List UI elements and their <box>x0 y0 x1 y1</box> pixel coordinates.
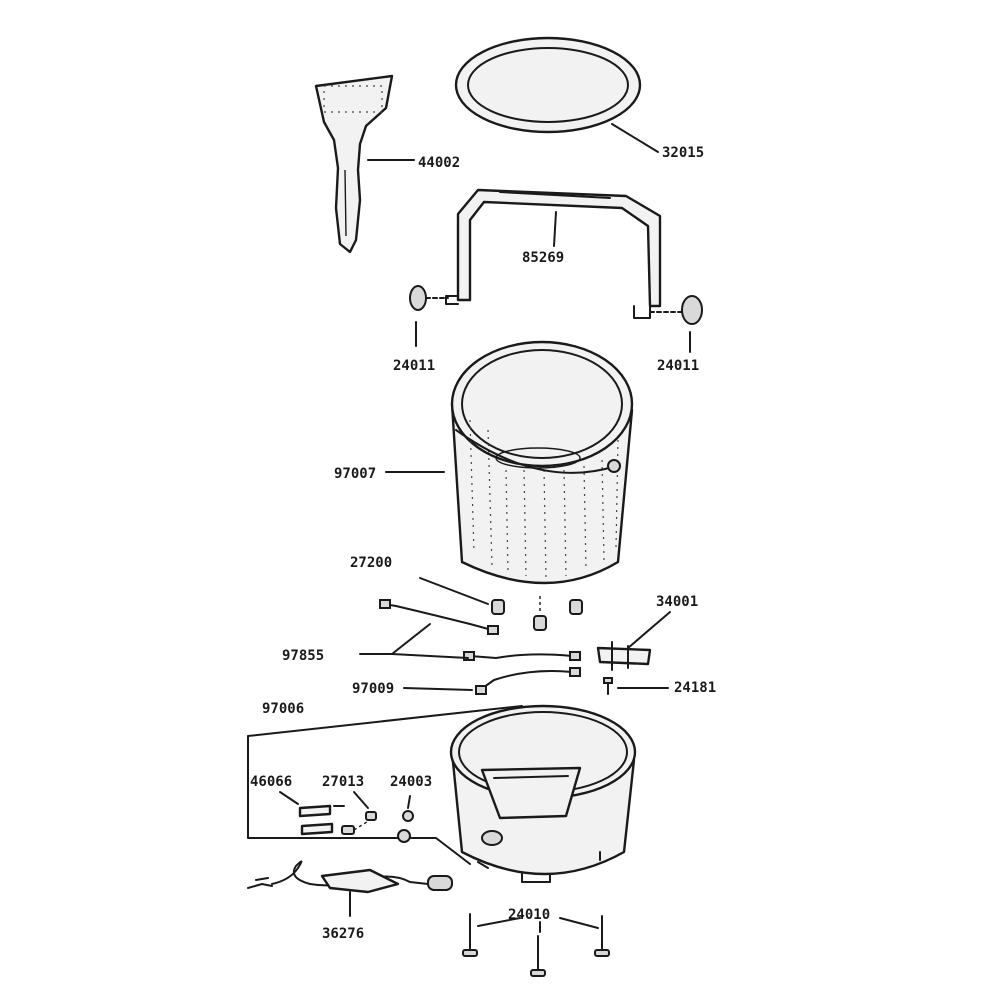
label-24181: 24181 <box>674 680 716 696</box>
label-27013: 27013 <box>322 774 364 790</box>
label-24010: 24010 <box>508 907 550 923</box>
label-44002: 44002 <box>418 155 460 171</box>
leader-46066 <box>279 791 299 805</box>
label-32015: 32015 <box>662 145 704 161</box>
label-97855: 97855 <box>282 648 324 664</box>
leader-27013 <box>353 791 369 809</box>
leader-34001 <box>627 611 671 649</box>
tub-97007 <box>450 340 634 585</box>
bracket-97006 <box>247 705 523 865</box>
pivot-24011-right <box>649 295 703 325</box>
leader-85269 <box>553 211 557 247</box>
leader-27200 <box>419 577 489 605</box>
screw-24181 <box>603 677 613 695</box>
leader-24010 <box>477 917 599 933</box>
terminals-46066 <box>298 804 345 836</box>
nuts-24003 <box>397 810 414 843</box>
gasket-ring-32015 <box>454 36 642 134</box>
leader-32015 <box>611 123 659 153</box>
switch-34001 <box>596 641 652 671</box>
label-97007: 97007 <box>334 466 376 482</box>
label-34001: 34001 <box>656 594 698 610</box>
label-46066: 46066 <box>250 774 292 790</box>
leader-97855 <box>359 623 469 659</box>
pivot-24011-left <box>409 285 449 311</box>
label-24011-right: 24011 <box>657 358 699 374</box>
label-24003: 24003 <box>390 774 432 790</box>
label-97009: 97009 <box>352 681 394 697</box>
grommets-27200 <box>491 596 583 631</box>
scoop-44002 <box>314 74 394 254</box>
label-24011-left: 24011 <box>393 358 435 374</box>
power-cord-36276 <box>247 860 453 894</box>
label-27200: 27200 <box>350 555 392 571</box>
base-97006 <box>449 704 637 883</box>
bolts-24010 <box>462 913 610 977</box>
leader-24003 <box>407 795 411 809</box>
label-97006: 97006 <box>262 701 304 717</box>
handle-85269 <box>445 188 662 319</box>
leader-97009 <box>403 687 473 691</box>
wire-97009 <box>475 667 581 695</box>
label-85269: 85269 <box>522 250 564 266</box>
label-36276: 36276 <box>322 926 364 942</box>
bushings-27013 <box>341 811 377 835</box>
wire-harness-97855 <box>379 599 581 661</box>
